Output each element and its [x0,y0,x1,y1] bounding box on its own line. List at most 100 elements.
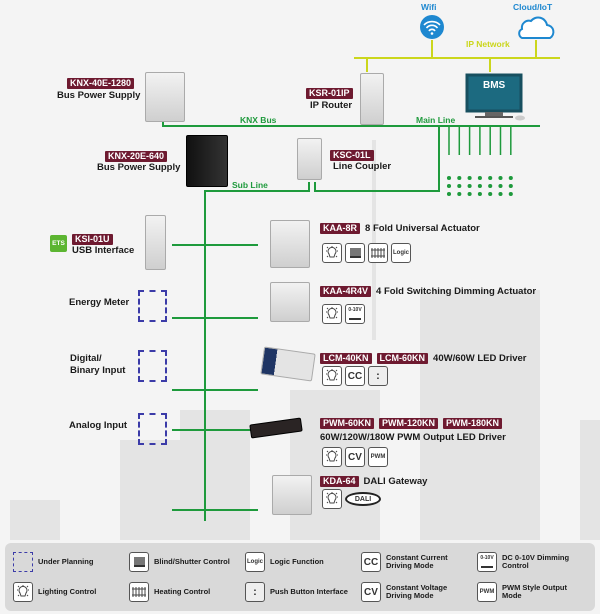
pwm-model-badge-2: PWM-120KN [379,418,439,429]
legend-item: Heating Control [129,577,239,607]
kda-64-image [272,475,312,515]
kaa4r4v-model-badge: KAA-4R4V [320,286,372,297]
branch-dot [457,183,462,189]
lcm-name: 40W/60W LED Driver [433,353,527,364]
blind-icon [345,243,365,263]
knx-40e-1280-image [145,72,185,122]
wifi-label: Wifi [421,2,437,12]
branch-dot [508,191,513,197]
coupler-name: Line Coupler [333,161,392,172]
lcm-header: LCM-40KN LCM-60KN 40W/60W LED Driver [320,353,526,364]
branch-dot [498,183,503,189]
dali-logo: DALI [345,492,381,506]
legend-item: Blind/Shutter Control [129,547,239,577]
branch-dot [467,191,472,197]
planning-icon [13,552,33,572]
ip-network-lines [354,40,560,72]
legend-label: Heating Control [154,586,211,596]
wifi-icon [420,15,444,39]
branch-dot [508,175,513,181]
kaa8r-model-badge: KAA-8R [320,223,361,234]
knx-lines [162,112,540,521]
branch-dot [467,183,472,189]
usb-model-badge: KSI-01U [72,234,113,245]
kaa4r4v-name: 4 Fold Switching Dimming Actuator [376,286,537,297]
lighting-icon [322,447,342,467]
branch-dot [457,175,462,181]
lighting-icon [322,304,342,324]
cloud-label: Cloud/IoT [513,2,553,12]
push-icon: : [368,366,388,386]
lighting-icon [322,366,342,386]
branch-dot [446,175,452,181]
lighting-icon [322,243,342,263]
ets-logo: ETS [50,235,67,252]
branch-dot [508,183,513,189]
branch-dot [498,175,503,181]
blind-icon [129,552,149,572]
digital-input-label-2: Binary Input [70,365,126,376]
ksi-01u-image [145,215,166,270]
logic-icon: Logic [245,552,265,572]
energy-meter-label: Energy Meter [69,297,130,308]
lighting-icon [322,489,342,509]
dc010v-icon: 0-10V [345,304,365,324]
heating-icon [129,582,149,602]
pwm-icon: PWM [477,582,497,602]
legend-item: Lighting Control [13,577,123,607]
usb-name: USB Interface [72,245,135,256]
legend-label: Under Planning [38,556,94,566]
under-planning-box [138,290,167,322]
kaa-8r-image [270,220,310,268]
branch-dot [488,191,493,197]
branch-dot [446,183,452,189]
bms-monitor-icon [465,73,525,121]
cv-icon: CV [345,447,365,467]
pwm-name: 60W/120W/180W PWM Output LED Driver [320,432,506,443]
under-planning-box [138,413,167,445]
pwm-model-badge-3: PWM-180KN [443,418,503,429]
legend-label: Push Button Interface [270,586,348,596]
more-lines-indicator [446,126,513,197]
legend-label: PWM Style Output Mode [502,582,567,600]
legend-item: Under Planning [13,547,123,577]
branch-dot [457,191,462,197]
psu1-name: Bus Power Supply [57,90,141,101]
kda-header: KDA-64 DALI Gateway [320,476,427,487]
branch-dot [477,183,482,189]
branch-dot [477,191,482,197]
analog-input-label: Analog Input [69,420,128,431]
digital-input-label-1: Digital/ [70,353,102,364]
lighting-icon [13,582,33,602]
branch-dot [477,175,482,181]
branch-dot [498,191,503,197]
sub-line-label: Sub Line [232,180,268,190]
knx-bus-label: KNX Bus [240,115,277,125]
kaa4r4v-header: KAA-4R4V 4 Fold Switching Dimming Actuat… [320,286,536,297]
kaa-4r4v-image [270,282,310,322]
under-planning-box [138,350,167,382]
pwm-model-badge-1: PWM-60KN [320,418,375,429]
coupler-model-badge: KSC-01L [330,150,374,161]
legend-label: Constant Current Driving Mode [386,552,448,570]
ksc-01l-image [297,138,322,180]
router-model-badge: KSR-01IP [306,88,353,99]
legend-label: Constant Voltage Driving Mode [386,582,448,600]
main-line-label: Main Line [416,115,456,125]
push-icon: : [245,582,265,602]
logic-icon: Logic [391,243,411,263]
dc010v-icon: 0-10V [477,552,497,572]
ip-network-label: IP Network [466,39,510,49]
psu2-name: Bus Power Supply [97,162,181,173]
heating-icon [368,243,388,263]
legend-label: Lighting Control [38,586,97,596]
legend-item: PWM PWM Style Output Mode [477,577,587,607]
knx-20e-640-image [186,135,228,187]
cc-icon: CC [361,552,381,572]
cv-icon: CV [361,582,381,602]
pwm-header: PWM-60KN PWM-120KN PWM-180KN [320,418,503,429]
lcm-model-badge-1: LCM-40KN [320,353,372,364]
